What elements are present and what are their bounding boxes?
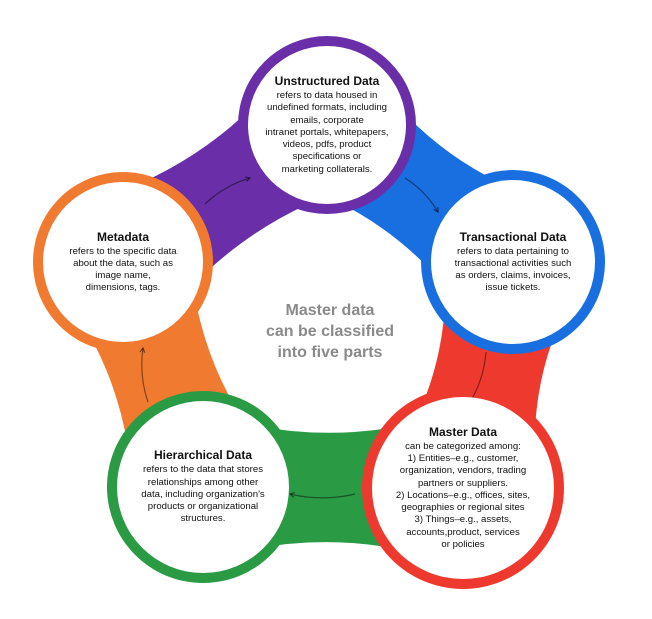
node-title: Hierarchical Data (153, 448, 253, 463)
node-unstructured-data: Unstructured Data refers to data housed … (248, 46, 406, 204)
node-transactional-data: Transactional Data refers to data pertai… (431, 180, 595, 344)
center-caption-line: can be classified (265, 323, 395, 340)
description-line: relationships among other (147, 476, 259, 488)
description-line: or policies (441, 538, 485, 550)
cycle-arrow (204, 177, 251, 205)
description-line: geographies or regional sites (401, 502, 525, 514)
cycle-arrow (404, 177, 439, 213)
node-hierarchical-data: Hierarchical Data refers to the data tha… (117, 401, 289, 573)
description-line: organization, vendors, trading (399, 465, 527, 477)
description-line: transactional activities such (454, 257, 572, 269)
description-line: image name, (95, 270, 151, 281)
description-line: videos, pdfs, product (282, 139, 372, 151)
node-master-data: Master Data can be categorized among: 1)… (372, 397, 554, 579)
arrow-head-icon (433, 206, 439, 214)
arrow-head-icon (244, 176, 252, 182)
node-description: refers to data pertaining to transaction… (455, 246, 572, 295)
node-description: can be categorized among: 1) Entities–e.… (396, 441, 530, 551)
description-line: about the data, such as (73, 257, 173, 269)
node-description: refers to data housed in undefined forma… (265, 90, 388, 175)
node-title: Transactional Data (459, 229, 567, 244)
description-line: dimensions, tags. (85, 282, 161, 294)
description-line: as orders, claims, invoices, (455, 270, 571, 281)
center-caption-line: Master data (285, 302, 375, 319)
cycle-arrow (141, 347, 149, 403)
description-line: 2) Locations–e.g., offices, sites, (395, 489, 531, 501)
node-title: Unstructured Data (274, 74, 380, 89)
node-title: Master Data (428, 425, 498, 440)
node-title: Metadata (96, 229, 149, 244)
description-line: marketing collaterals. (281, 163, 373, 175)
description-line: refers to the data that stores (143, 464, 263, 476)
center-caption: Master data can be classified into five … (230, 300, 430, 363)
description-line: emails, corporate (290, 114, 364, 126)
description-line: issue tickets. (485, 282, 541, 294)
node-description: refers to the data that stores relations… (141, 464, 264, 525)
arrow-head-icon (139, 346, 146, 353)
description-line: refers to data pertaining to (457, 245, 569, 257)
description-line: undefined formats, including (267, 102, 387, 114)
description-line: 3) Things–e.g., assets, (414, 514, 512, 526)
node-metadata: Metadata refers to the specific data abo… (43, 182, 203, 342)
cycle-arrow (289, 493, 356, 499)
cycle-arrows (139, 176, 487, 499)
description-line: accounts,product, services (406, 526, 520, 538)
node-description: refers to the specific data about the da… (69, 246, 176, 295)
description-line: products or organizational (147, 501, 259, 513)
description-line: specifications or (292, 151, 362, 163)
description-line: refers to data housed in (276, 90, 378, 102)
description-line: data, including organization's (141, 488, 265, 500)
center-caption-line: into five parts (277, 344, 383, 361)
description-line: 1) Entities–e.g., customer, (407, 453, 519, 465)
description-line: partners or suppliers. (417, 477, 509, 489)
arrow-head-icon (288, 492, 295, 498)
description-line: can be categorized among: (405, 441, 521, 453)
description-line: refers to the specific data (69, 245, 177, 257)
description-line: structures. (180, 513, 226, 525)
description-line: intranet portals, whitepapers, (265, 126, 389, 138)
